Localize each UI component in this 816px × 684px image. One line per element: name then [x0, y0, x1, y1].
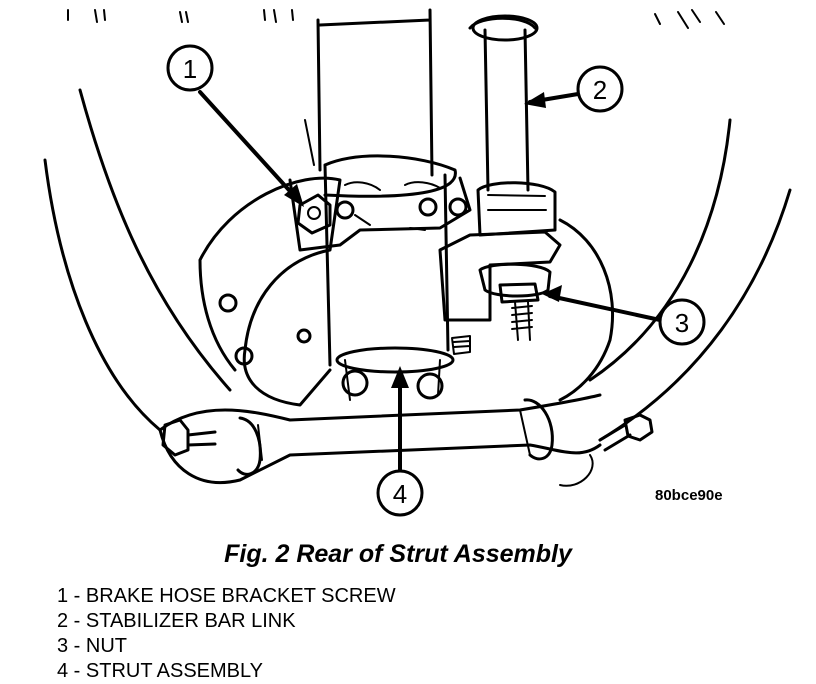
- strut-body: [323, 154, 457, 367]
- brake-hose-bracket-screw: [296, 193, 332, 235]
- left-bolt: [161, 418, 217, 457]
- legend-item-brake-hose-bracket-screw: 1 - BRAKE HOSE BRACKET SCREW: [57, 585, 396, 607]
- strut-lower-opening: [335, 346, 455, 374]
- knuckle-hole-3: [296, 328, 312, 344]
- callout-1-number: 1: [183, 54, 197, 84]
- callout-2-number: 2: [593, 75, 607, 105]
- bracket-hole-2: [418, 197, 438, 217]
- legend-item-stabilizer-bar-link: 2 - STABILIZER BAR LINK: [57, 610, 296, 632]
- knuckle-hole-2: [234, 346, 254, 366]
- legend-item-strut-assembly: 4 - STRUT ASSEMBLY: [57, 660, 263, 682]
- nut: [498, 282, 540, 304]
- callout-2-arrowhead: [524, 92, 546, 108]
- bracket-hole-3: [448, 197, 468, 217]
- image-code-label: 80bce90e: [655, 487, 723, 504]
- strut-assembly-illustration: 1 2 3 4: [43, 8, 792, 517]
- stabilizer-link-bracket: [438, 230, 562, 322]
- strut-upper-body: [316, 8, 434, 177]
- right-bolt: [598, 413, 654, 452]
- right-frame-curve: [588, 118, 792, 442]
- strut-bracket: [288, 176, 472, 252]
- legend-item-nut: 3 - NUT: [57, 635, 127, 657]
- callout-3-circle: [658, 298, 706, 346]
- figure-caption: Fig. 2 Rear of Strut Assembly: [224, 540, 572, 568]
- knuckle-hole-4: [416, 372, 444, 400]
- control-arm-bushing-right: [523, 398, 554, 461]
- callout-4-circle: [376, 469, 424, 517]
- callout-3-leader: [548, 294, 662, 322]
- left-frame-curve: [43, 88, 232, 432]
- knuckle-hole-1: [218, 293, 238, 313]
- top-tick-marks: [67, 9, 725, 29]
- callout-1-arrowhead: [284, 184, 304, 207]
- callout-1-leader: [198, 90, 300, 202]
- knuckle-plate-right: [558, 218, 615, 402]
- callout-3-number: 3: [675, 308, 689, 338]
- lower-control-arm: [158, 393, 602, 432]
- bracket-hole-1: [335, 200, 355, 220]
- callout-1-circle: [166, 44, 214, 92]
- callout-4-number: 4: [393, 479, 407, 509]
- control-arm-bushing-left: [236, 416, 262, 476]
- threaded-stud: [511, 301, 533, 341]
- callout-4-arrowhead: [391, 366, 409, 388]
- callout-3-arrowhead: [542, 285, 562, 302]
- callout-2-circle: [576, 65, 624, 113]
- knuckle-plate: [198, 176, 342, 407]
- parts-legend: 1 - BRAKE HOSE BRACKET SCREW 2 - STABILI…: [57, 584, 396, 684]
